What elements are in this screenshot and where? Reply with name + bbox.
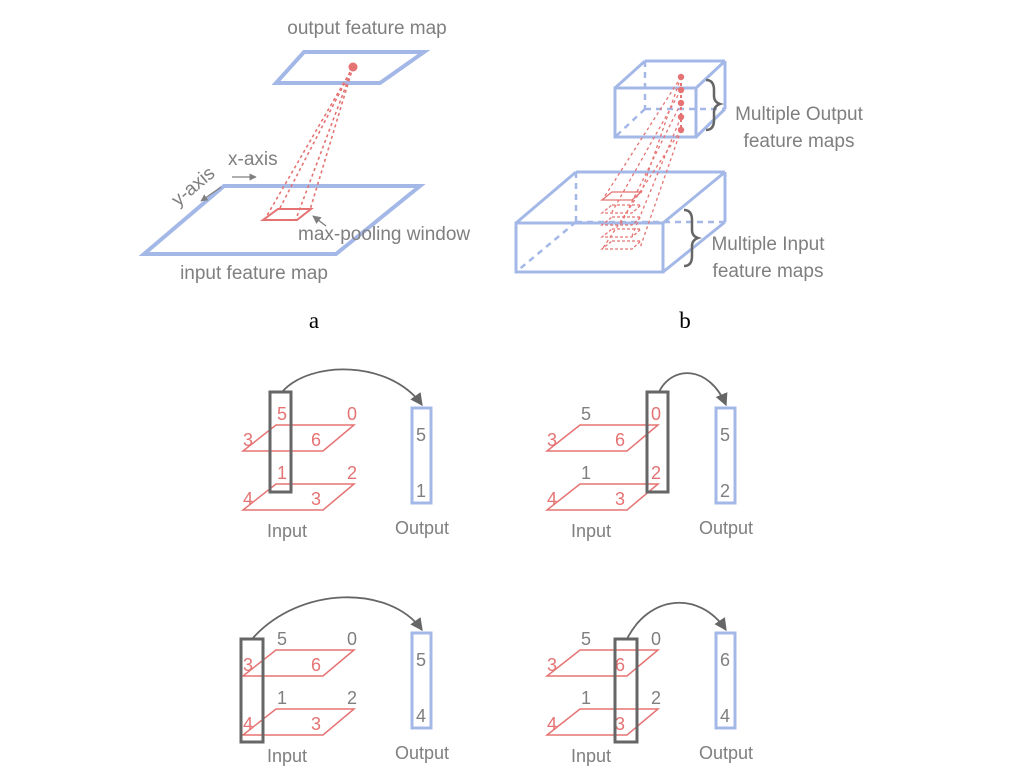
input-cell-value: 3 [311, 489, 321, 509]
input-plane-bottom [544, 483, 661, 511]
projection-lines [264, 66, 354, 220]
output-value-bottom: 4 [720, 706, 730, 726]
mapping-arrow [658, 372, 728, 407]
input-cell-value: 5 [277, 629, 287, 649]
output-value-top: 5 [416, 425, 426, 445]
input-cell-value: 2 [651, 688, 661, 708]
input-cell-value: 3 [311, 714, 321, 734]
input-cell-value: 2 [347, 688, 357, 708]
input-cell-value: 3 [615, 714, 625, 734]
output-feature-map [271, 50, 431, 85]
output-value-bottom: 4 [416, 706, 426, 726]
output-label: Output [699, 743, 753, 763]
output-column [714, 406, 737, 505]
input-cube [514, 170, 727, 274]
input-cell-value: 6 [311, 430, 321, 450]
output-column [714, 631, 737, 730]
input-cell-value: 6 [615, 655, 625, 675]
caption-b: b [679, 308, 691, 333]
input-cell-value: 2 [651, 463, 661, 483]
input-cell-value: 3 [243, 430, 253, 450]
input-cell-value: 2 [347, 463, 357, 483]
output-label: Output [395, 518, 449, 538]
input-cell-value: 5 [581, 404, 591, 424]
mapping-arrow [281, 368, 423, 407]
input-cell-value: 6 [311, 655, 321, 675]
input-brace [683, 208, 702, 268]
stacked-pooling-windows [600, 191, 643, 250]
multiple-output-label-1: Multiple Output [735, 104, 864, 125]
max-pooling-window-label: max-pooling window [298, 224, 470, 245]
input-cell-value: 5 [277, 404, 287, 424]
panel-b: Multiple Output feature maps Multiple In… [514, 59, 864, 333]
max-pooling-window [259, 208, 314, 221]
selected-depth-column [268, 390, 293, 494]
output-cube [613, 59, 727, 139]
input-cell-value: 3 [547, 430, 557, 450]
input-cell-value: 3 [547, 655, 557, 675]
input-cell-value: 3 [615, 489, 625, 509]
mapping-arrow [251, 596, 423, 640]
input-cell-value: 1 [581, 463, 591, 483]
multiple-input-label-2: feature maps [713, 261, 824, 282]
input-plane-top [544, 649, 661, 677]
output-value-top: 5 [720, 425, 730, 445]
output-column [410, 406, 433, 505]
output-value-bottom: 1 [416, 481, 426, 501]
output-column [410, 631, 433, 730]
input-cell-value: 4 [547, 489, 557, 509]
input-cell-value: 4 [243, 714, 253, 734]
input-cell-value: 6 [615, 430, 625, 450]
output-feature-map-label: output feature map [287, 18, 447, 39]
input-plane-top [240, 649, 357, 677]
output-value-top: 6 [720, 650, 730, 670]
multiple-input-label-1: Multiple Input [711, 234, 825, 255]
selected-depth-column [645, 390, 670, 494]
caption-a: a [309, 308, 319, 333]
projection-lines-b [602, 76, 682, 249]
output-value-bottom: 2 [720, 481, 730, 501]
input-cell-value: 4 [243, 489, 253, 509]
input-plane-bottom [240, 483, 357, 511]
selected-depth-column [613, 637, 639, 744]
mapping-arrow [626, 601, 727, 640]
input-label: Input [571, 521, 611, 541]
input-plane-top [544, 424, 661, 452]
input-cell-value: 0 [651, 629, 661, 649]
input-cell-value: 3 [243, 655, 253, 675]
input-feature-map-label: input feature map [180, 263, 328, 284]
input-plane-top [240, 424, 357, 452]
input-cell-value: 1 [277, 688, 287, 708]
input-cell-value: 1 [277, 463, 287, 483]
input-feature-map [138, 184, 426, 256]
input-plane-bottom [240, 708, 357, 736]
window-pointer-arrow [312, 215, 327, 227]
input-label: Input [571, 746, 611, 766]
input-cell-value: 0 [347, 629, 357, 649]
output-brace [705, 78, 724, 132]
x-axis-label: x-axis [228, 149, 278, 170]
input-plane-bottom [544, 708, 661, 736]
input-cell-value: 5 [581, 629, 591, 649]
input-label: Input [267, 521, 307, 541]
output-label: Output [699, 518, 753, 538]
output-label: Output [395, 743, 449, 763]
input-cell-value: 1 [581, 688, 591, 708]
input-cell-value: 0 [651, 404, 661, 424]
y-axis-arrow [200, 186, 222, 202]
input-cell-value: 0 [347, 404, 357, 424]
y-axis-label: y-axis [168, 163, 220, 211]
multiple-output-label-2: feature maps [744, 131, 855, 152]
input-label: Input [267, 746, 307, 766]
output-value-top: 5 [416, 650, 426, 670]
input-cell-value: 4 [547, 714, 557, 734]
panel-a: output feature map max-pooling window x-… [138, 18, 470, 333]
